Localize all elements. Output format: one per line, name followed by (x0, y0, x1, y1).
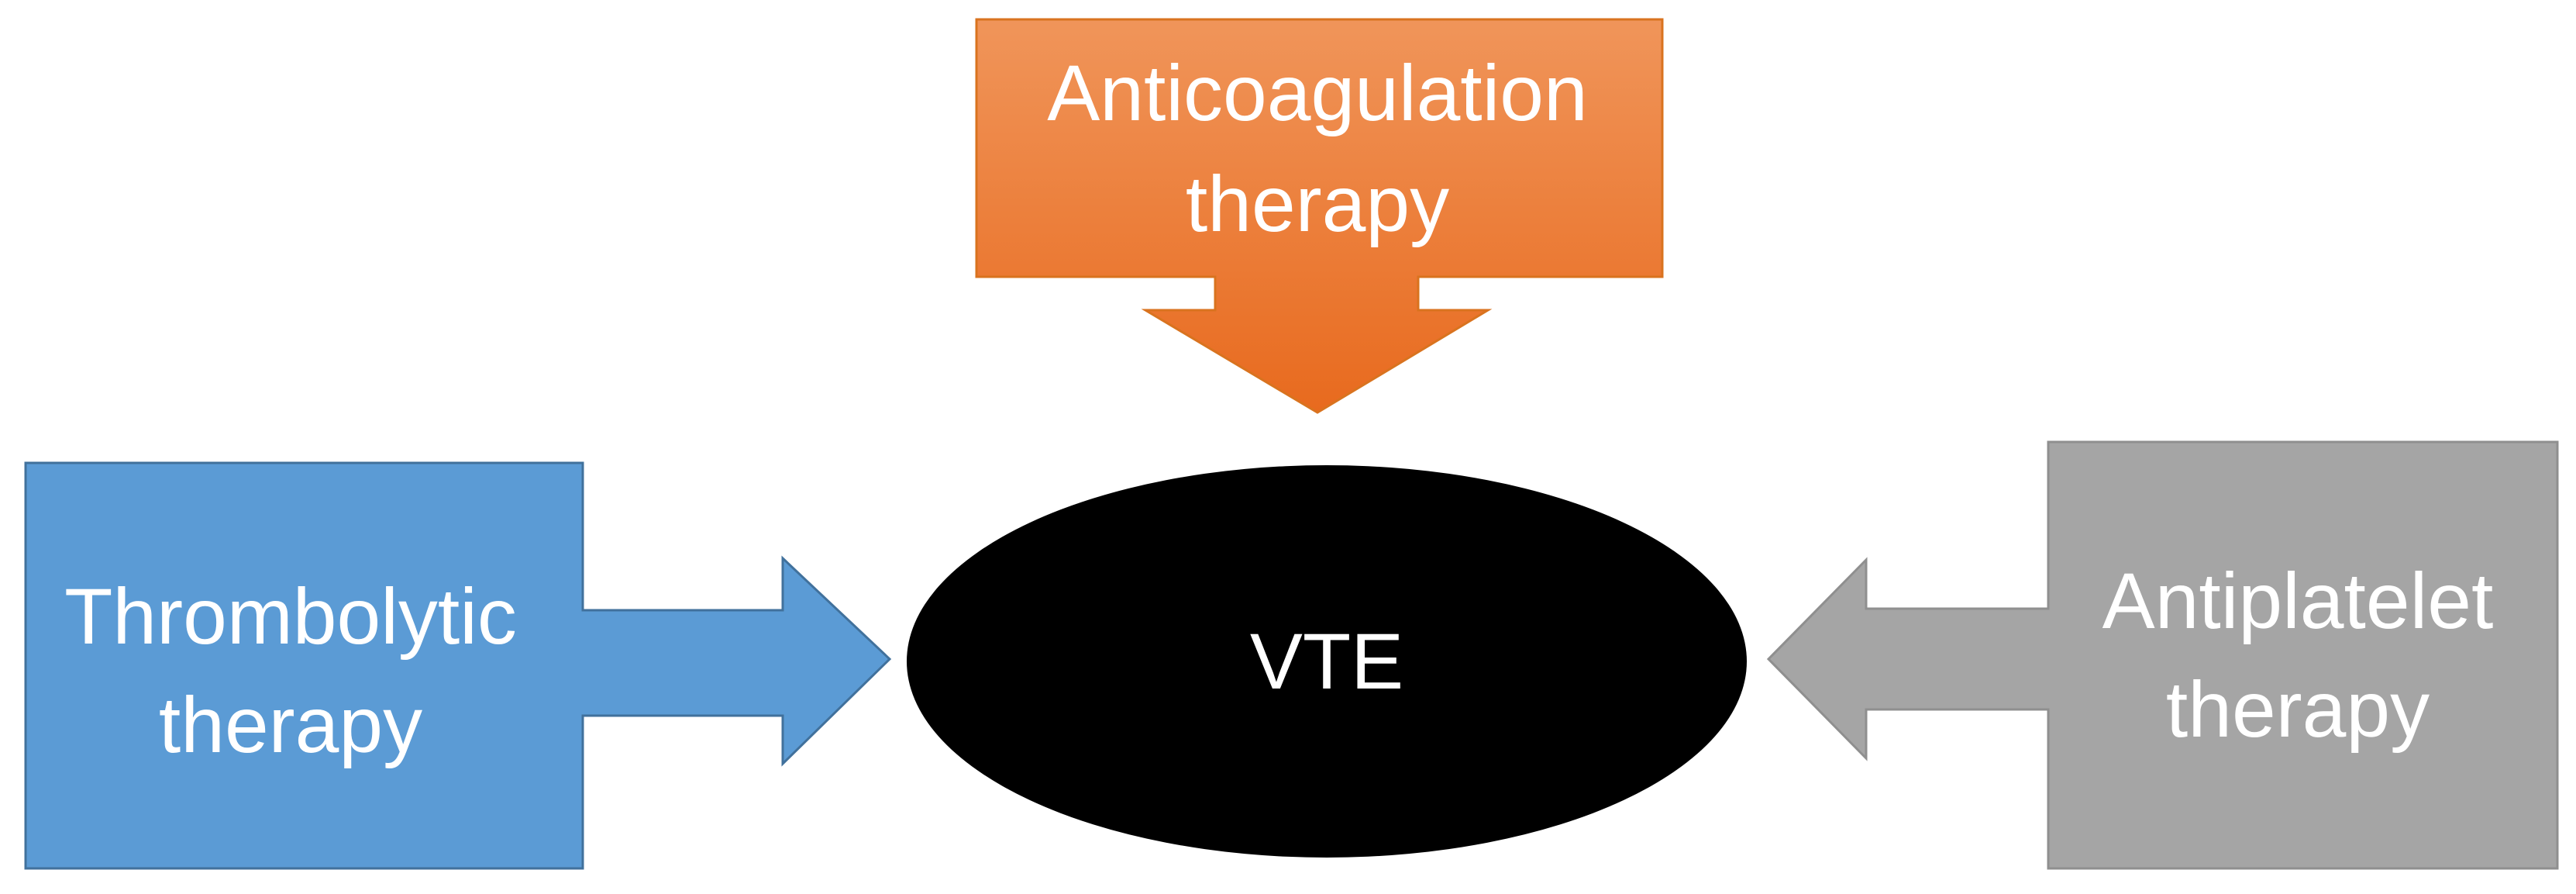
thrombolytic-callout: Thrombolytic therapy (24, 461, 892, 870)
thrombolytic-label-line-2: therapy (159, 681, 422, 769)
vte-label: VTE (1250, 617, 1403, 706)
anticoagulation-label-line-1: Anticoagulation (1047, 49, 1588, 137)
anticoagulation-box (975, 18, 1664, 414)
antiplatelet-callout: Antiplatelet therapy (1766, 440, 2559, 870)
vte-ellipse (907, 465, 1747, 858)
thrombolytic-box (24, 461, 892, 870)
antiplatelet-label-line-2: therapy (2166, 665, 2430, 754)
antiplatelet-box (1766, 440, 2559, 870)
thrombolytic-label-line-1: Thrombolytic (64, 572, 517, 661)
antiplatelet-label-line-1: Antiplatelet (2102, 557, 2494, 645)
anticoagulation-callout: Anticoagulation therapy (975, 18, 1664, 414)
anticoagulation-label-line-2: therapy (1186, 160, 1449, 248)
vte-node: VTE (907, 465, 1747, 858)
